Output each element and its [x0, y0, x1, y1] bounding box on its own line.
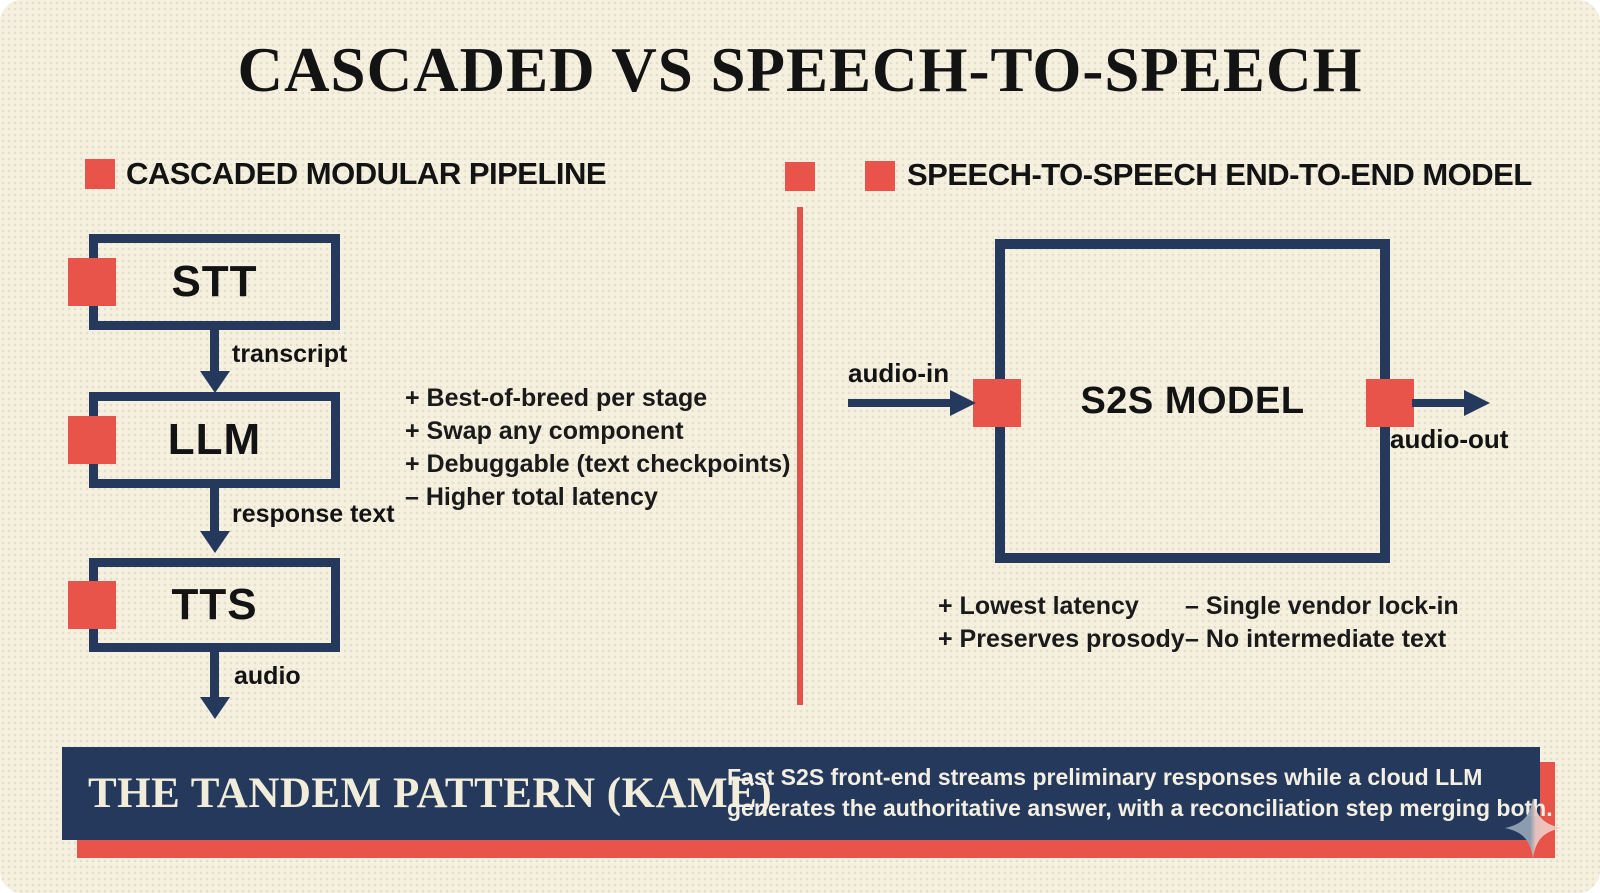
stt-box-label: STT — [171, 257, 258, 306]
page-title: CASCADED VS SPEECH-TO-SPEECH — [237, 35, 1363, 105]
response-text-label: response text — [232, 500, 395, 528]
right-header-red-square-icon — [865, 161, 895, 191]
arrow-right-icon — [1464, 390, 1490, 416]
divider-top-red-square-icon — [785, 162, 815, 191]
sparkle-icon — [1505, 798, 1561, 858]
arrow-stt-to-llm-line — [210, 329, 219, 373]
audio-out-label: audio-out — [1390, 424, 1509, 454]
arrow-down-icon — [200, 697, 230, 719]
audio-label: audio — [234, 662, 301, 690]
s2s-cons-list: – Single vendor lock-in – No intermediat… — [1185, 590, 1459, 656]
left-header-red-square-icon — [85, 159, 115, 189]
stt-red-square-icon — [68, 258, 116, 306]
bullet-item: + Swap any component — [405, 417, 684, 445]
footer-description: Fast S2S front-end streams preliminary r… — [727, 762, 1553, 824]
footer-description-line: generates the authoritative answer, with… — [727, 795, 1553, 821]
s2s-input-red-square-icon — [973, 379, 1021, 427]
section-divider — [797, 207, 803, 705]
transcript-label: transcript — [232, 340, 348, 368]
bullet-item: + Debuggable (text checkpoints) — [405, 450, 791, 478]
arrow-right-icon — [950, 390, 976, 416]
tts-box: TTS — [89, 558, 340, 652]
tts-box-label: TTS — [171, 580, 258, 629]
s2s-output-red-square-icon — [1366, 379, 1414, 427]
cascaded-bullet-list: + Best-of-breed per stage + Swap any com… — [405, 382, 791, 514]
audio-out-arrow-line — [1412, 399, 1466, 407]
arrow-llm-to-tts-line — [210, 487, 219, 533]
llm-box: LLM — [89, 392, 340, 488]
bullet-item: + Best-of-breed per stage — [405, 384, 708, 412]
stt-box: STT — [89, 234, 340, 330]
s2s-pros-list: + Lowest latency + Preserves prosody — [938, 590, 1185, 656]
s2s-box: S2S MODEL — [995, 239, 1390, 563]
llm-red-square-icon — [68, 416, 116, 464]
footer-banner: THE TANDEM PATTERN (KAME) Fast S2S front… — [62, 747, 1553, 840]
bullet-item: + Lowest latency — [938, 592, 1139, 620]
arrow-down-icon — [200, 371, 230, 393]
footer-description-line: Fast S2S front-end streams preliminary r… — [727, 764, 1483, 790]
bullet-item: – Single vendor lock-in — [1185, 592, 1459, 620]
bullet-item: – No intermediate text — [1185, 625, 1447, 653]
bullet-item: – Higher total latency — [405, 483, 658, 511]
audio-in-label: audio-in — [848, 358, 950, 388]
tts-red-square-icon — [68, 581, 116, 629]
right-section-header: SPEECH-TO-SPEECH END-TO-END MODEL — [907, 157, 1532, 192]
left-section-header: CASCADED MODULAR PIPELINE — [126, 156, 607, 191]
footer-heading: THE TANDEM PATTERN (KAME) — [88, 770, 773, 817]
audio-in-arrow-line — [848, 399, 952, 407]
bullet-item: + Preserves prosody — [938, 625, 1185, 653]
s2s-box-label: S2S MODEL — [1080, 379, 1305, 422]
llm-box-label: LLM — [167, 415, 262, 464]
arrow-down-icon — [200, 531, 230, 553]
arrow-audio-out-line — [210, 651, 219, 699]
